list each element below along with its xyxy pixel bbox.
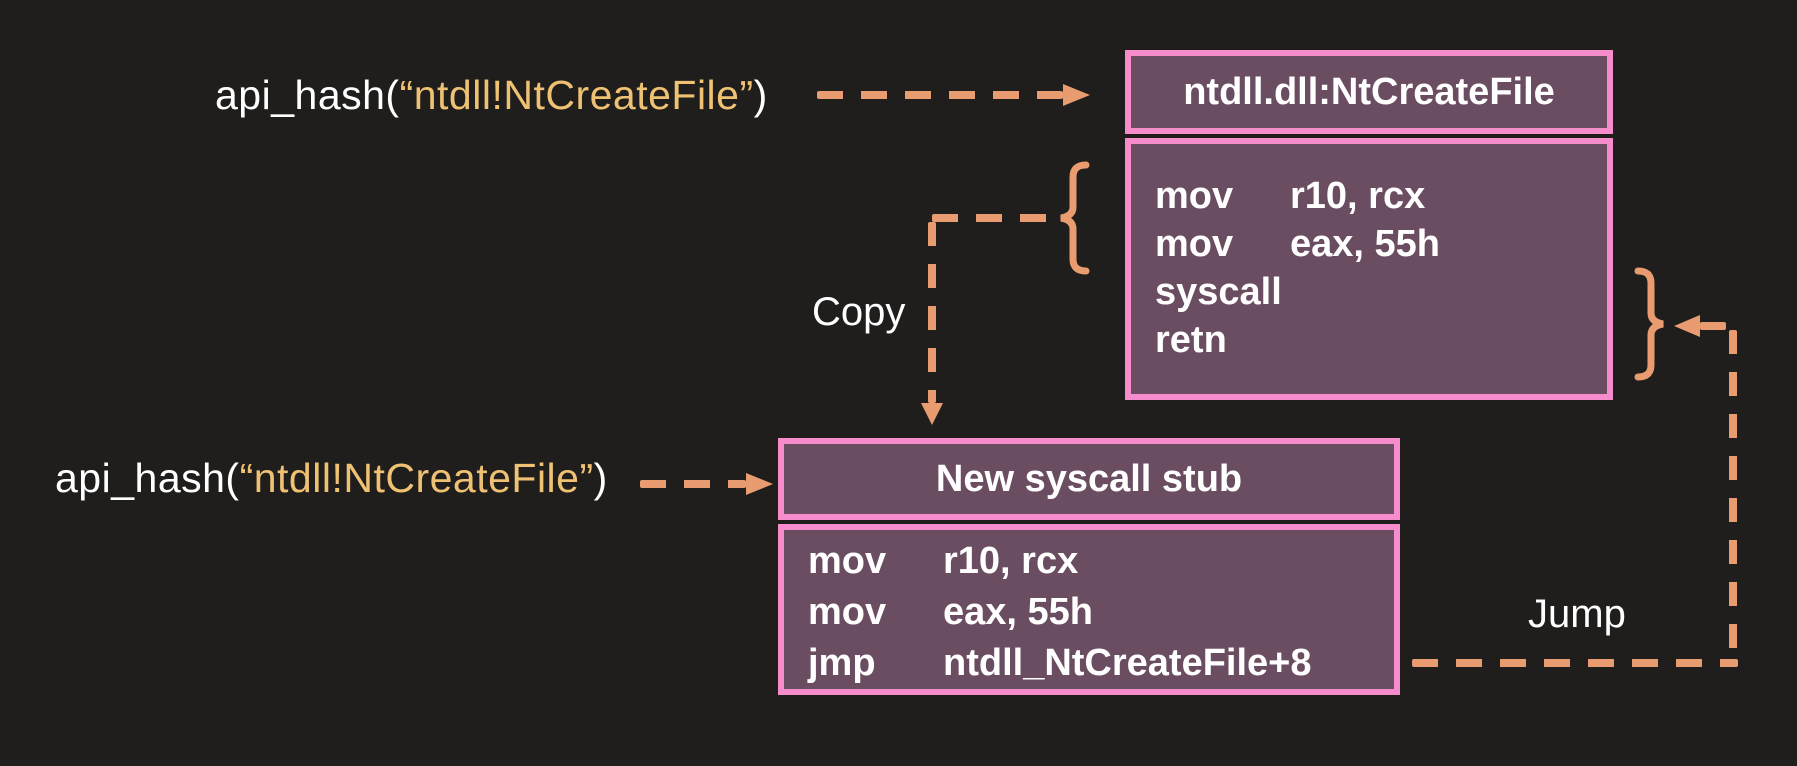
api-hash-suffix: ) — [593, 455, 608, 501]
jump-arrowhead-icon — [1674, 315, 1700, 337]
instruction-mnemonic: mov — [1155, 175, 1234, 217]
api-hash-prefix: api_hash( — [215, 72, 400, 118]
instruction-row: mov eax, 55h — [808, 587, 1384, 638]
instruction-row: mov r10, rcx — [1155, 172, 1597, 220]
ntdll-box-body: mov r10, rcx mov eax, 55h syscall retn — [1125, 138, 1613, 400]
ntdll-box: ntdll.dll:NtCreateFile mov r10, rcx mov … — [1125, 50, 1613, 400]
api-hash-suffix: ) — [753, 72, 768, 118]
stub-box-title: New syscall stub — [778, 438, 1400, 520]
api-hash-call-top: api_hash(“ntdll!NtCreateFile”) — [215, 72, 768, 119]
api-hash-prefix: api_hash( — [55, 455, 240, 501]
instruction-row: mov eax, 55h — [1155, 220, 1597, 268]
hash-to-stub-arrowhead-icon — [746, 473, 773, 495]
copy-source-brace-icon — [1060, 161, 1090, 275]
jump-label: Jump — [1528, 592, 1626, 636]
jump-path-horizontal-line — [1412, 659, 1738, 667]
jump-path-end-segment — [1700, 322, 1726, 330]
api-hash-call-bottom: api_hash(“ntdll!NtCreateFile”) — [55, 455, 608, 502]
hash-to-ntdll-arrowhead-icon — [1063, 84, 1090, 106]
instruction-row: retn — [1155, 316, 1597, 364]
instruction-row: syscall — [1155, 268, 1597, 316]
instruction-row: mov r10, rcx — [808, 536, 1384, 587]
instruction-row: jmp ntdll_NtCreateFile+8 — [808, 638, 1384, 689]
jump-target-brace-icon — [1634, 267, 1664, 381]
instruction-operands: r10, rcx — [1290, 175, 1426, 217]
jump-path-vertical-line — [1729, 330, 1737, 660]
instruction-mnemonic: retn — [1155, 319, 1227, 361]
copy-path-vertical-line — [928, 222, 936, 403]
instruction-operands: eax, 55h — [943, 591, 1093, 633]
hash-to-stub-arrow-line — [640, 480, 746, 488]
instruction-operands: eax, 55h — [1290, 223, 1440, 265]
instruction-mnemonic: syscall — [1155, 271, 1282, 313]
stub-box-body: mov r10, rcx mov eax, 55h jmp ntdll_NtCr… — [778, 524, 1400, 695]
hash-to-ntdll-arrow-line — [817, 91, 1063, 99]
copy-label: Copy — [812, 290, 906, 334]
instruction-operands: ntdll_NtCreateFile+8 — [943, 642, 1312, 684]
instruction-mnemonic: mov — [808, 540, 887, 582]
api-hash-string: “ntdll!NtCreateFile” — [239, 455, 594, 501]
stub-box: New syscall stub mov r10, rcx mov eax, 5… — [778, 438, 1400, 695]
copy-path-horizontal-line — [932, 214, 1052, 222]
copy-arrowhead-icon — [921, 403, 943, 425]
instruction-operands: r10, rcx — [943, 540, 1079, 582]
api-hash-string: “ntdll!NtCreateFile” — [399, 72, 754, 118]
instruction-mnemonic: mov — [1155, 223, 1234, 265]
ntdll-box-title: ntdll.dll:NtCreateFile — [1125, 50, 1613, 134]
instruction-mnemonic: jmp — [808, 642, 876, 684]
instruction-mnemonic: mov — [808, 591, 887, 633]
